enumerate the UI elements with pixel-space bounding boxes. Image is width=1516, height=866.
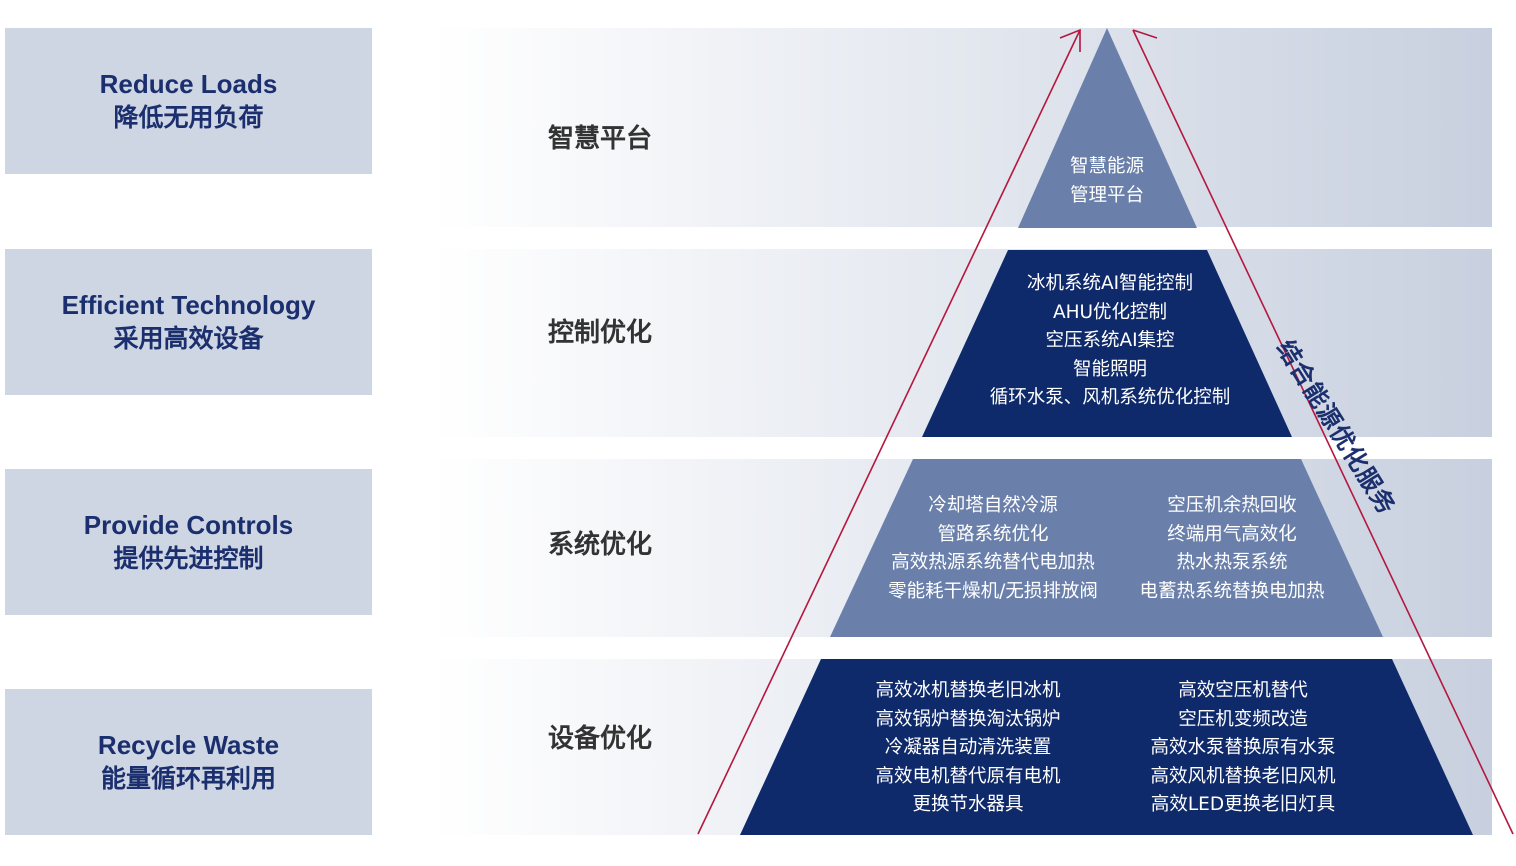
tier-item: AHU优化控制 xyxy=(1052,301,1168,323)
level-label-control: 控制优化 xyxy=(548,318,653,348)
tier-item: 智慧能源 xyxy=(1069,156,1144,177)
arrow-line-right xyxy=(1132,29,1514,835)
tier4-left-text: 高效冰机替换老旧冰机 高效锅炉替换淘汰锅炉 冷凝器自动清洗装置 高效电机替代原有… xyxy=(858,677,1078,820)
tier-item: 循环水泵、风机系统优化控制 xyxy=(989,387,1231,408)
tier4-right-text: 高效空压机替代 空压机变频改造 高效水泵替换原有水泵 高效风机替换老旧风机 高效… xyxy=(1133,677,1353,820)
tier-item: 更换节水器具 xyxy=(912,794,1024,815)
pyramid-tier-1 xyxy=(1018,28,1197,228)
tier-item: 高效电机替代原有电机 xyxy=(875,765,1061,787)
tier-item: 高效空压机替代 xyxy=(1178,680,1308,701)
tier-item: 管理平台 xyxy=(1069,184,1144,206)
tier1-text: 智慧能源 管理平台 xyxy=(1047,153,1167,210)
tier-item: 电蓄热系统替换电加热 xyxy=(1139,580,1325,602)
level-band-1 xyxy=(432,28,1492,227)
arrow-head-right xyxy=(1132,29,1158,39)
tier-item: 高效热源系统替代电加热 xyxy=(891,552,1095,573)
principle-zh: 能量循环再利用 xyxy=(100,764,276,793)
pyramid-tier-2 xyxy=(922,250,1292,437)
tier-item: 零能耗干燥机/无损排放阀 xyxy=(888,580,1098,602)
principle-en: Efficient Technology xyxy=(61,290,316,320)
arrow-line-left xyxy=(697,29,1081,835)
tier-item: 高效锅炉替换淘汰锅炉 xyxy=(875,708,1061,730)
principle-zh: 降低无用负荷 xyxy=(113,103,264,132)
principle-en: Reduce Loads xyxy=(99,69,278,99)
level-label-system: 系统优化 xyxy=(548,530,653,560)
tier-item: 冷凝器自动清洗装置 xyxy=(884,737,1052,758)
principle-zh: 采用高效设备 xyxy=(113,324,264,353)
tier-item: 热水热泵系统 xyxy=(1176,552,1288,573)
tier-item: 终端用气高效化 xyxy=(1167,523,1297,545)
level-label-platform: 智慧平台 xyxy=(548,124,653,154)
principle-box-reduce-loads: Reduce Loads 降低无用负荷 xyxy=(5,28,372,174)
tier-item: 高效风机替换老旧风机 xyxy=(1150,765,1336,787)
tier-item: 空压系统AI集控 xyxy=(1045,330,1175,351)
tier-item: 冷却塔自然冷源 xyxy=(928,495,1058,516)
tier-item: 管路系统优化 xyxy=(937,523,1049,545)
tier3-right-text: 空压机余热回收 终端用气高效化 热水热泵系统 电蓄热系统替换电加热 xyxy=(1122,492,1342,606)
pyramid-tier-3 xyxy=(830,459,1383,637)
tier-item: 智能照明 xyxy=(1072,358,1147,380)
principle-box-efficient-technology: Efficient Technology 采用高效设备 xyxy=(5,249,372,395)
principle-en: Recycle Waste xyxy=(97,730,280,760)
tier2-text: 冰机系统AI智能控制 AHU优化控制 空压系统AI集控 智能照明 循环水泵、风机… xyxy=(960,270,1260,413)
pyramid-tier-4 xyxy=(740,659,1473,835)
principle-box-provide-controls: Provide Controls 提供先进控制 xyxy=(5,469,372,615)
principle-en: Provide Controls xyxy=(83,510,294,540)
tier-item: 空压机余热回收 xyxy=(1167,495,1297,516)
arrow-head-left xyxy=(1059,28,1081,52)
tier3-left-text: 冷却塔自然冷源 管路系统优化 高效热源系统替代电加热 零能耗干燥机/无损排放阀 xyxy=(868,492,1118,606)
principle-box-recycle-waste: Recycle Waste 能量循环再利用 xyxy=(5,689,372,835)
tier-item: 高效冰机替换老旧冰机 xyxy=(875,680,1061,701)
level-label-equipment: 设备优化 xyxy=(548,724,653,754)
tier-item: 高效LED更换老旧灯具 xyxy=(1150,794,1336,815)
tier-item: 冰机系统AI智能控制 xyxy=(1026,273,1194,294)
tier-item: 高效水泵替换原有水泵 xyxy=(1150,737,1336,758)
principle-zh: 提供先进控制 xyxy=(113,544,264,573)
tier-item: 空压机变频改造 xyxy=(1178,708,1308,730)
